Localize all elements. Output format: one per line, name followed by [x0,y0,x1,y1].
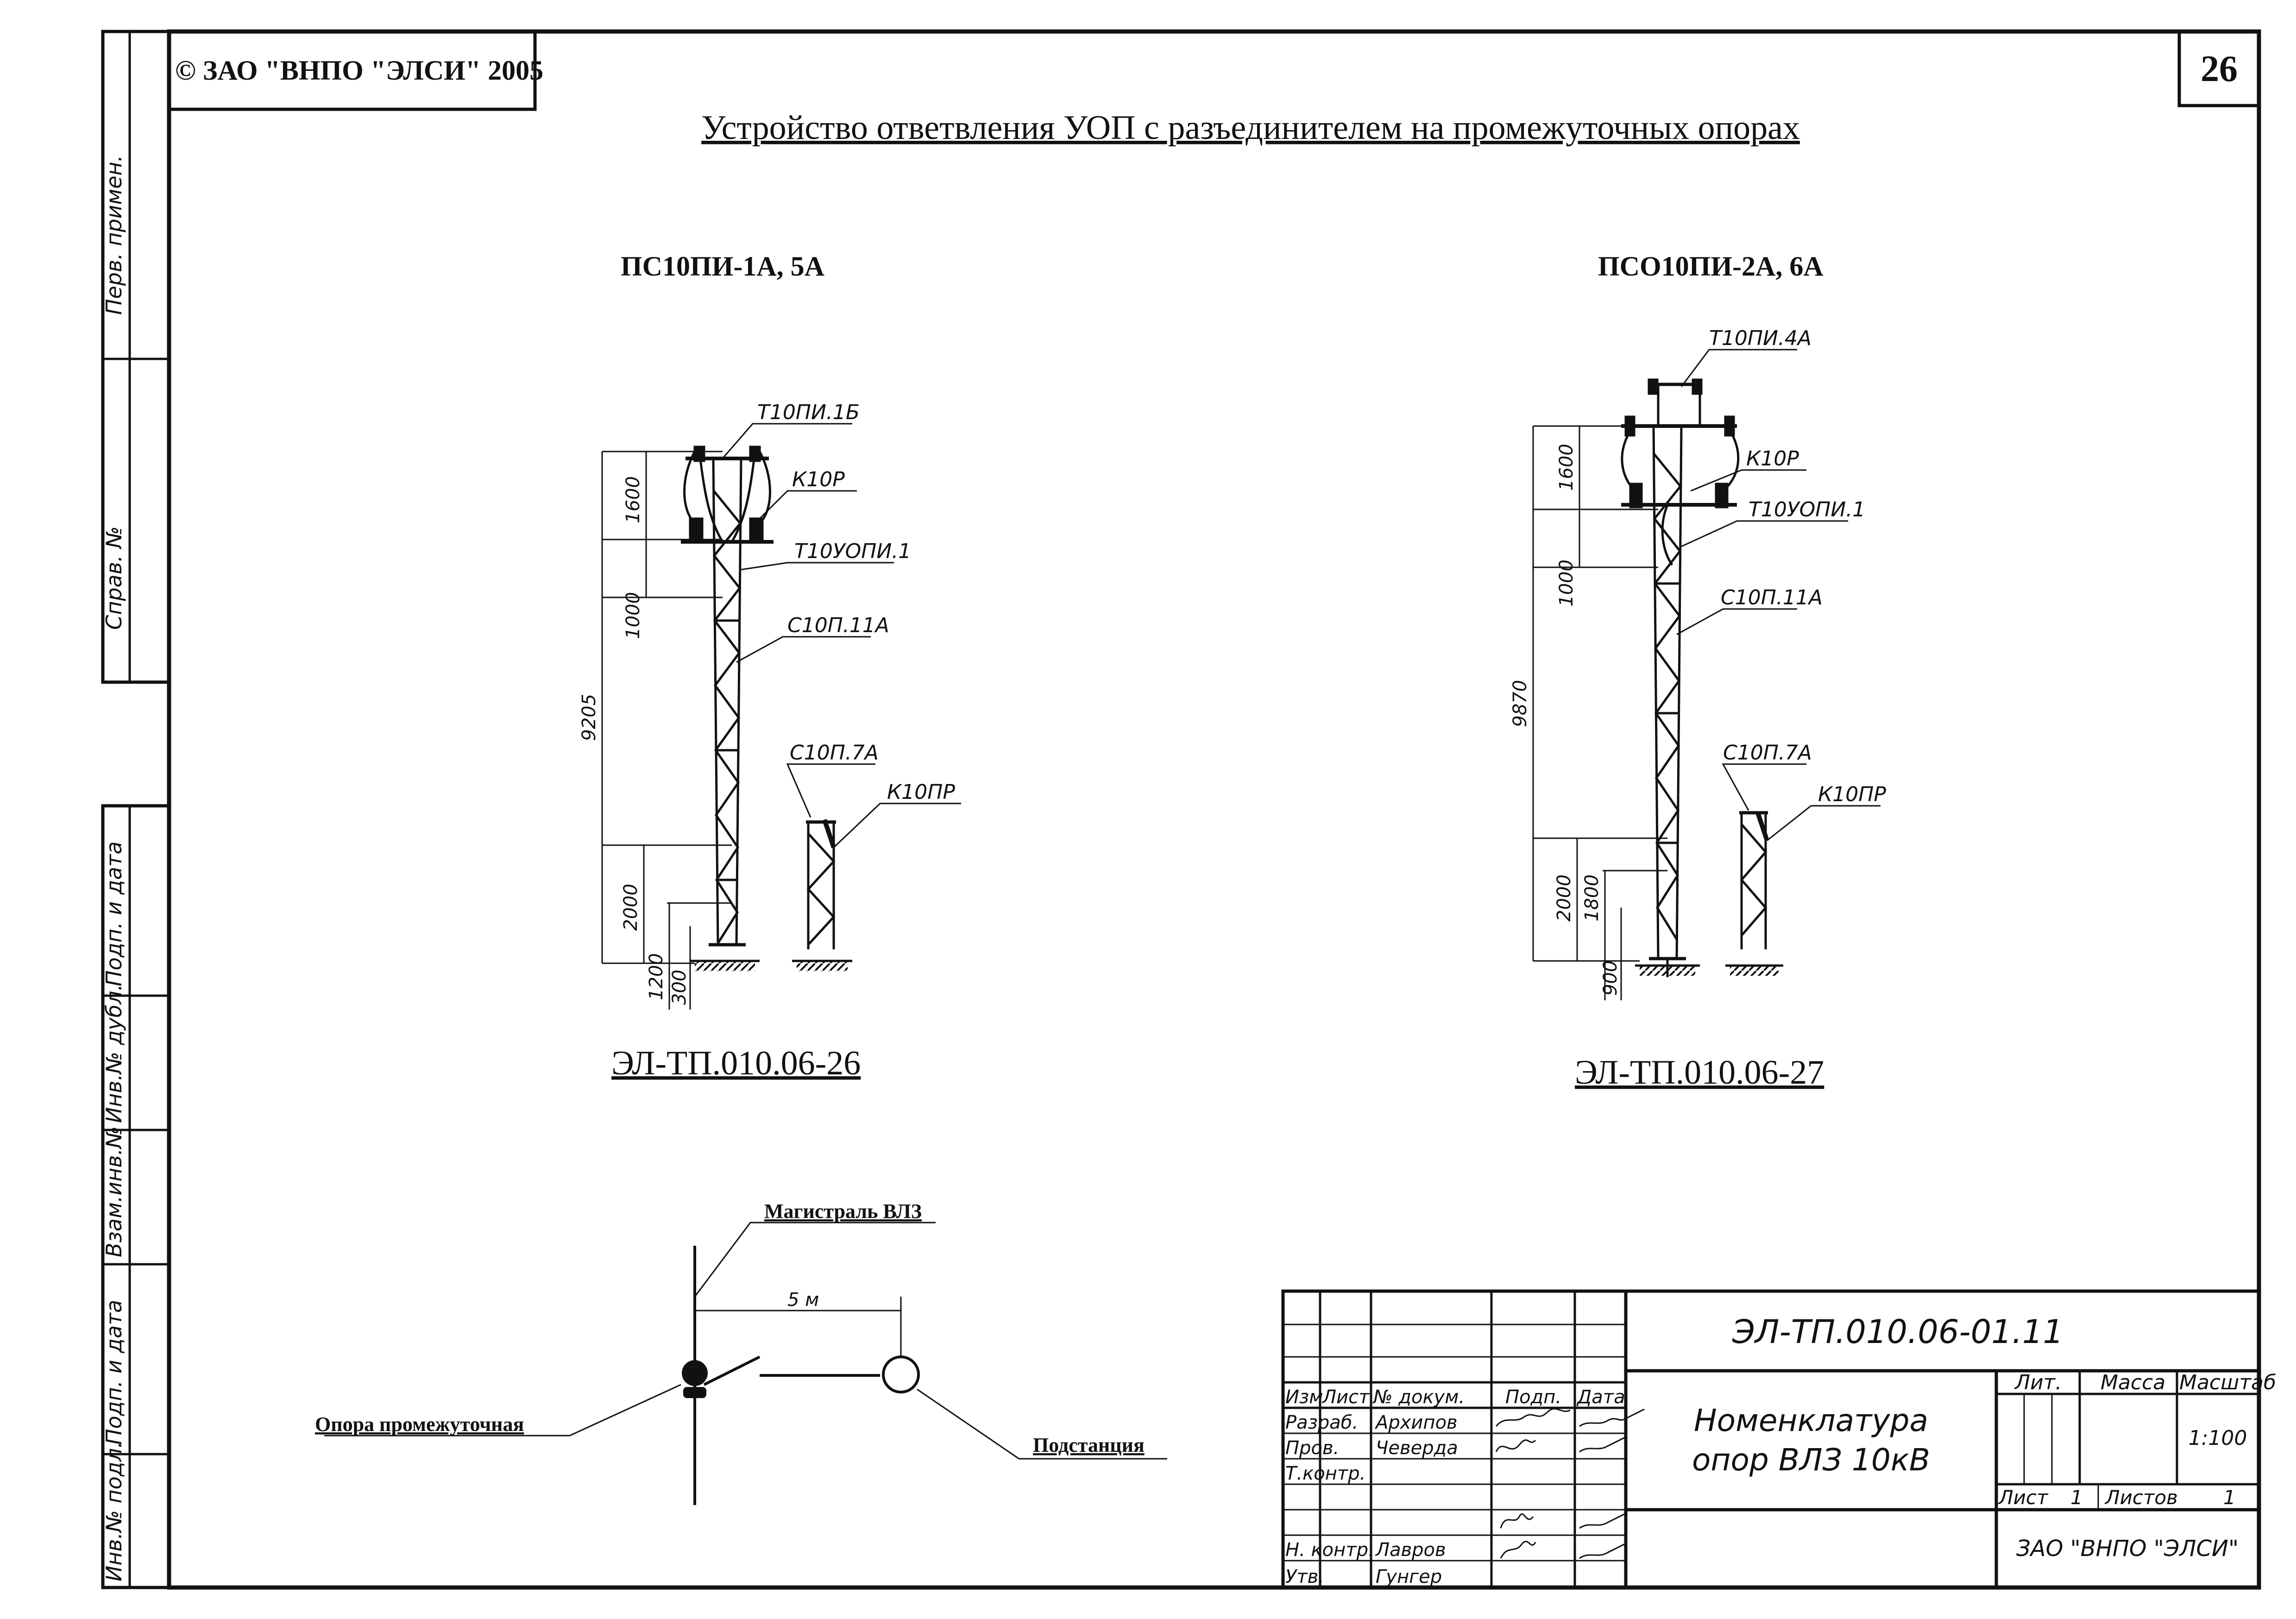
sheets-label: Листов [2104,1486,2178,1509]
col-header-izm: Изм [1285,1387,1323,1408]
stamp-inv-dubl: Инв.№ дубл. [101,984,126,1123]
person-razrab: Архипов [1374,1412,1458,1433]
person-prov: Чеверда [1376,1437,1458,1459]
page-title: Устройство ответвления УОП с разъедините… [701,109,1800,147]
left-label-c10p11a: С10П.11А [787,614,889,637]
left-dim-1200: 1200 [646,953,667,1000]
right-dim-1800: 1800 [1581,874,1603,922]
branch-scheme: Магистраль ВЛЗ 5 м Опора промежуточная П… [315,1200,1167,1505]
left-label-t10uopi1: Т10УОПИ.1 [794,540,911,563]
col-header-podp: Подп. [1505,1387,1561,1408]
left-dim-1000: 1000 [623,592,644,639]
right-dim-1000: 1000 [1556,559,1577,607]
right-dim-900: 900 [1600,960,1621,996]
left-dim-total: 9205 [579,694,600,741]
left-pole-dimensions [601,451,732,1010]
scheme-lines [693,1246,880,1505]
title-block-grid [1281,1289,2261,1589]
scheme-dimension [324,1222,1167,1460]
role-prov: Пров. [1285,1437,1339,1459]
col-header-list: Лист [1321,1387,1370,1408]
copyright-text: © ЗАО "ВНПО "ЭЛСИ" 2005 [175,55,543,86]
substation-symbol [882,1355,920,1393]
scheme-pole-label: Опора промежуточная [315,1413,524,1436]
left-dim-1600: 1600 [623,476,644,523]
title-block-texts: Изм Лист № докум. Подп. Дата Разраб. Про… [1285,1313,2276,1588]
scheme-substation-label: Подстанция [1033,1434,1145,1456]
left-dim-2000: 2000 [620,884,642,931]
right-pole-doc-code: ЭЛ-ТП.010.06-27 [1575,1054,1824,1092]
stamp-perv-primen: Перв. примен. [101,155,126,315]
mass-label: Масса [2101,1371,2165,1394]
left-pole-leaders [722,423,961,848]
left-label-k10r: К10Р [792,468,845,491]
col-header-data: Дата [1576,1387,1625,1408]
signatures [1495,1408,1645,1559]
right-pole-structure [1621,378,1740,977]
doc-name-line1: Номенклатура [1694,1403,1928,1438]
left-section-ground [797,961,848,971]
role-razrab: Разраб. [1285,1412,1358,1433]
scheme-main-line-label: Магистраль ВЛЗ [764,1200,922,1223]
left-pole-labels: Т10ПИ.1Б К10Р Т10УОПИ.1 С10П.11А С10П.7А… [757,401,955,804]
disconnector-symbol [683,1387,706,1398]
sheet-number: 26 [2201,49,2238,89]
sheet-frame [101,29,2261,1590]
left-section-c10p7a [806,819,836,949]
left-pole-ground [695,961,755,971]
left-dim-300: 300 [669,970,690,1005]
right-pole-labels: Т10ПИ.4А К10Р Т10УОПИ.1 С10П.11А С10П.7А… [1709,326,1886,806]
doc-name-line2: опор ВЛЗ 10кВ [1692,1442,1930,1478]
left-pole-drawing: ПС10ПИ-1А, 5А [579,251,961,1082]
left-label-c10p7a: С10П.7А [790,741,879,765]
right-pole-dim-labels: 9870 1600 1000 2000 1800 900 [1510,444,1621,996]
company-name: ЗАО "ВНПО "ЭЛСИ" [2016,1536,2239,1562]
right-label-t10pi4a: Т10ПИ.4А [1709,326,1812,350]
left-pole-name: ПС10ПИ-1А, 5А [621,251,824,282]
left-label-t10pi1b: Т10ПИ.1Б [757,401,860,424]
person-nkontr: Лавров [1375,1539,1446,1561]
right-section-ground [1730,966,1779,976]
stamp-inv-podl: Инв.№ подл. [101,1441,126,1581]
left-pole-doc-code: ЭЛ-ТП.010.06-26 [611,1044,861,1082]
right-label-t10uopi1: Т10УОПИ.1 [1749,498,1865,521]
lit-label: Лит. [2014,1371,2062,1394]
right-dim-2000: 2000 [1554,874,1575,922]
title-block: Изм Лист № докум. Подп. Дата Разраб. Про… [1281,1289,2276,1589]
right-label-c10p11a: С10П.11А [1721,586,1823,609]
stamp-sprav-no: Справ. № [101,526,126,630]
stamp-podp-data-top: Подп. и дата [101,841,126,986]
right-dim-total: 9870 [1510,680,1531,727]
role-nkontr: Н. контр. [1285,1539,1374,1561]
margin-stamp-labels: Перв. примен. Справ. № Подп. и дата Инв.… [101,155,126,1581]
sheet-label: Лист [1998,1486,2049,1509]
right-pole-ground [1640,966,1695,976]
doc-designation: ЭЛ-ТП.010.06-01.11 [1732,1313,2063,1351]
right-pole-name: ПСО10ПИ-2А, 6А [1598,251,1824,282]
left-label-k10pr: К10ПР [887,780,955,804]
right-dim-1600: 1600 [1556,444,1577,491]
scale-label: Масштаб [2179,1371,2276,1394]
right-section-c10p7a [1739,811,1769,949]
role-tkontr: Т.контр. [1285,1463,1365,1484]
left-pole-structure [681,446,774,947]
person-utv: Гунгер [1376,1566,1442,1588]
sheets-value: 1 [2223,1486,2236,1509]
right-label-k10r: К10Р [1746,447,1799,471]
scheme-distance-label: 5 м [787,1289,819,1311]
stamp-vzam-inv: Взам.инв.№ [101,1126,126,1257]
intermediate-pole-symbol [682,1360,708,1386]
right-label-k10pr: К10ПР [1818,783,1886,806]
right-pole-dimensions [1532,425,1667,1000]
role-utv: Утв. [1285,1566,1324,1588]
col-header-doc: № докум. [1372,1387,1465,1408]
right-label-c10p7a: С10П.7А [1723,741,1812,765]
right-pole-leaders [1676,349,1881,841]
sheet-value: 1 [2070,1486,2083,1509]
right-pole-drawing: ПСО10ПИ-2А, 6А [1510,251,1886,1092]
scale-value: 1:100 [2189,1426,2247,1450]
stamp-podp-data-bottom: Подп. и дата [101,1300,126,1445]
left-pole-dim-labels: 9205 1600 1000 2000 1200 300 [579,476,690,1005]
